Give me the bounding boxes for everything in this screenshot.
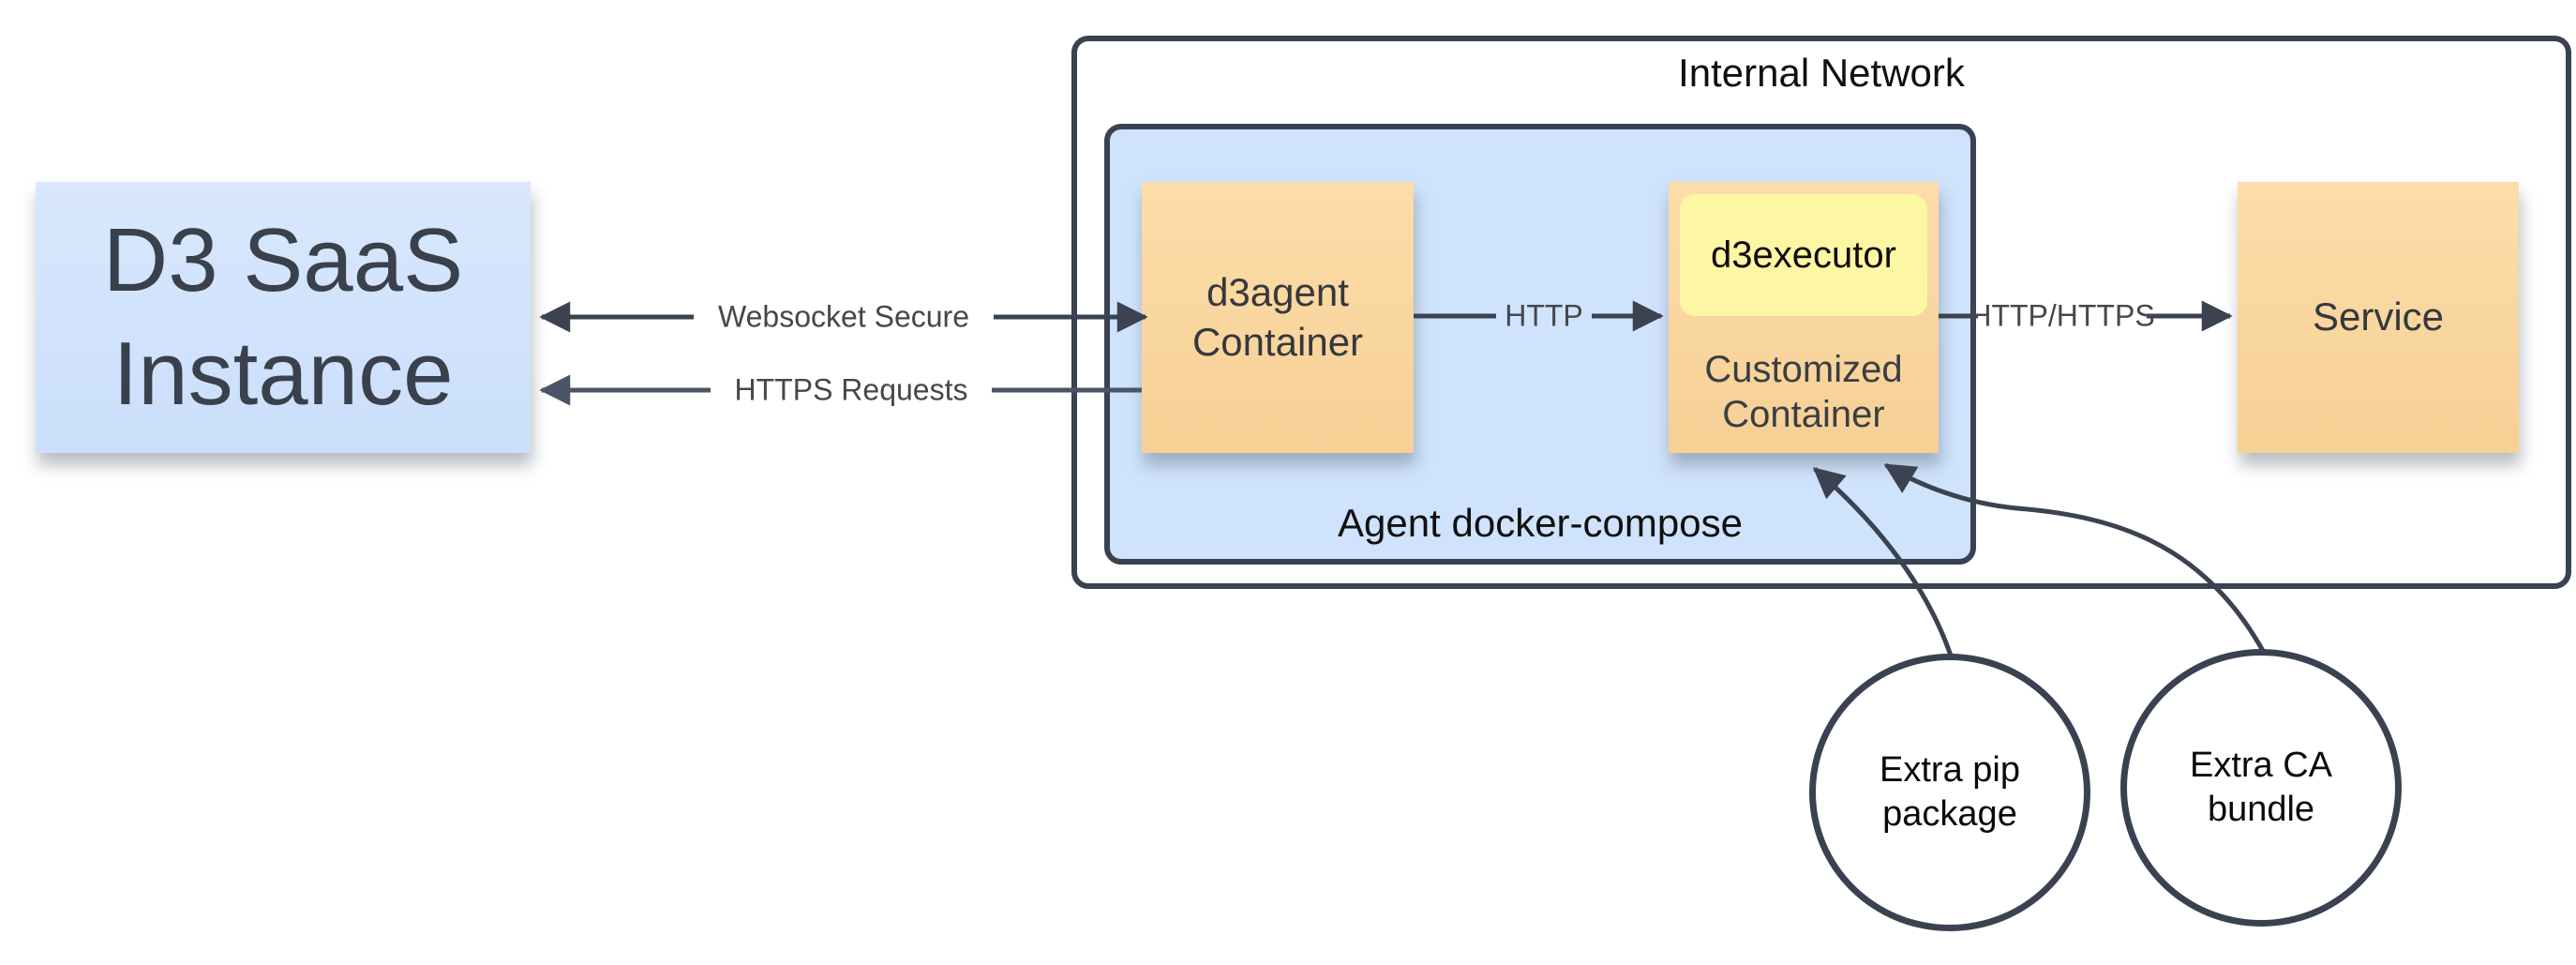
edge-http-label-bg bbox=[1496, 295, 1592, 337]
d3agent-label: d3agent Container bbox=[1191, 270, 1364, 364]
customized-container-node: d3executor Customized Container bbox=[1669, 182, 1939, 453]
edge-http-label: HTTP bbox=[1505, 298, 1583, 332]
d3agent-node: d3agent Container bbox=[1142, 182, 1414, 453]
extra-pip-label: Extra pip package bbox=[1880, 749, 2020, 835]
extra-ca-label: Extra CA bundle bbox=[2189, 745, 2333, 830]
edge-http-https-label: HTTP/HTTPS bbox=[1969, 298, 2154, 332]
edge-http-https-label-bg bbox=[1978, 295, 2147, 337]
agent-compose-label: Agent docker-compose bbox=[1338, 501, 1743, 545]
customized-container-label: Customized Container bbox=[1704, 348, 1903, 435]
edge-websocket-label: Websocket Secure bbox=[718, 299, 969, 333]
edge-http: HTTP bbox=[1414, 295, 1664, 337]
edge-extra-ca-curve bbox=[1883, 462, 2266, 653]
edge-https-label-bg bbox=[711, 368, 992, 411]
d3executor-label: d3executor bbox=[1711, 234, 1896, 276]
extra-ca-circle: Extra CA bundle bbox=[2120, 649, 2402, 927]
edge-https-label: HTTPS Requests bbox=[735, 372, 968, 406]
internal-network-label: Internal Network bbox=[1678, 51, 1965, 95]
service-node: Service bbox=[2238, 182, 2519, 453]
service-label: Service bbox=[2312, 294, 2445, 339]
edge-websocket: Websocket Secure bbox=[539, 294, 1148, 338]
edge-extra-pip-curve bbox=[1812, 467, 1954, 659]
edge-websocket-label-bg bbox=[694, 294, 994, 338]
d3executor-node: d3executor bbox=[1680, 194, 1927, 316]
d3-saas-label: D3 SaaS Instance bbox=[102, 209, 464, 424]
extra-pip-circle: Extra pip package bbox=[1809, 654, 2090, 931]
edge-http-https: HTTP/HTTPS bbox=[1939, 295, 2233, 337]
d3-saas-node: D3 SaaS Instance bbox=[36, 182, 531, 453]
edge-https: HTTPS Requests bbox=[539, 368, 1142, 411]
